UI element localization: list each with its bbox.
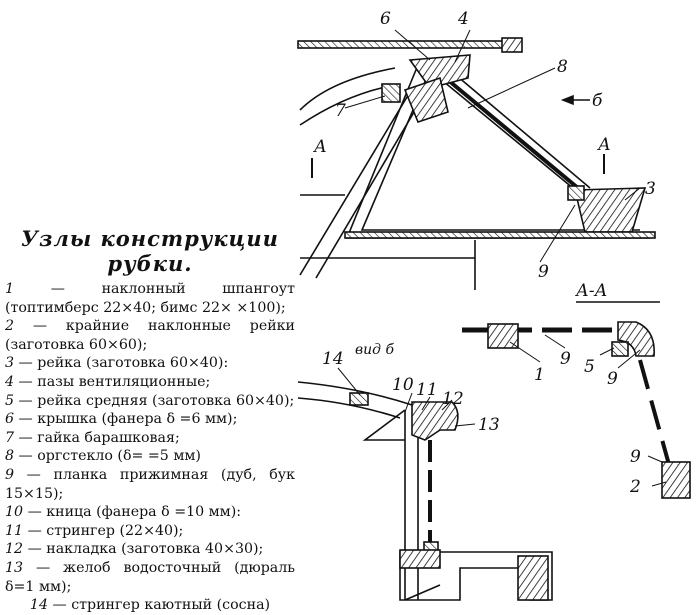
label-13: 13 (478, 415, 500, 435)
label-5-aa: 5 (584, 357, 595, 377)
leader-lines-aa (509, 334, 667, 487)
knee-plate (362, 409, 406, 441)
leader-lines-view-b (337, 367, 476, 427)
caption-title-line1: Узлы конструкции (21, 226, 279, 251)
label-3-top: 3 (645, 179, 656, 199)
label-9a-aa: 9 (560, 349, 571, 369)
legend-item: 9 — планка прижимная (дуб, бук 15×15); (5, 466, 295, 502)
cabin-stringer (349, 392, 369, 406)
plexiglass-pane (446, 78, 580, 190)
cover-block (408, 54, 471, 89)
legend-item: 8 — оргстекло (δ= =5 мм) (5, 448, 201, 465)
label-8-top: 8 (557, 57, 568, 77)
stringer-block (411, 401, 459, 441)
legend-item: 10 — кница (фанера δ =10 мм): (5, 504, 242, 521)
label-section-a-right: А (597, 135, 611, 155)
leader-lines-top (344, 29, 641, 263)
inclined-frame (299, 91, 411, 276)
legend-item: 3 — рейка (заготовка 60×40): (5, 355, 229, 372)
label-section-a-left: А (313, 137, 327, 157)
view-b (297, 381, 553, 601)
legend-item: 4 — пазы вентиляционные; (5, 373, 211, 390)
aa-bottom-block (661, 461, 691, 499)
batten-block (573, 187, 647, 233)
skylight-section (297, 37, 656, 290)
roof-edge-block (501, 37, 523, 53)
label-9b-aa: 9 (607, 369, 618, 389)
label-section-aa: А-А (575, 281, 608, 301)
label-1-aa: 1 (534, 365, 545, 385)
cabin-stringer-curve (297, 381, 413, 406)
legend-item: 12 — накладка (заготовка 40×30); (5, 541, 264, 558)
legend-item: 11 — стрингер (22×40); (5, 522, 184, 539)
legend-item: 7 — гайка барашковая; (5, 429, 180, 446)
vent-groove-block (403, 76, 449, 123)
legend-item: 13 — желоб водосточный (дюраль δ=1 мм); (5, 559, 295, 595)
caption-title: Узлы конструкции рубки. (10, 226, 290, 276)
legend-item: 6 — крышка (фанера δ =6 мм); (5, 411, 238, 428)
label-11: 11 (416, 380, 438, 400)
wing-nut (381, 83, 401, 103)
label-2-aa: 2 (629, 477, 641, 497)
deckhouse-curve (299, 67, 396, 111)
legend-item: 5 — рейка средняя (заготовка 60×40); (5, 392, 295, 409)
label-4-top: 4 (457, 9, 469, 29)
legend-item: 14 — стрингер каютный (сосна) (29, 597, 271, 614)
label-9c-aa: 9 (630, 447, 641, 467)
caption-title-line2: рубки. (107, 251, 193, 276)
label-9-top: 9 (538, 262, 549, 282)
label-arrow-b: б (592, 91, 603, 111)
label-6-top: 6 (380, 9, 391, 29)
label-14: 14 (322, 349, 344, 369)
legend: 1 — наклонный шпангоут (топтимберс 22×40… (5, 280, 295, 615)
legend-item: 1 — наклонный шпангоут (топтимберс 22×40… (5, 281, 295, 316)
label-view-b: вид б (355, 342, 394, 358)
deck-strip (344, 231, 656, 239)
label-10: 10 (392, 375, 414, 395)
legend-item: 2 — крайние наклонные рейки (заготовка 6… (5, 318, 295, 353)
section-aa (462, 301, 691, 499)
label-7-top: 7 (335, 101, 346, 121)
label-12: 12 (442, 389, 464, 409)
